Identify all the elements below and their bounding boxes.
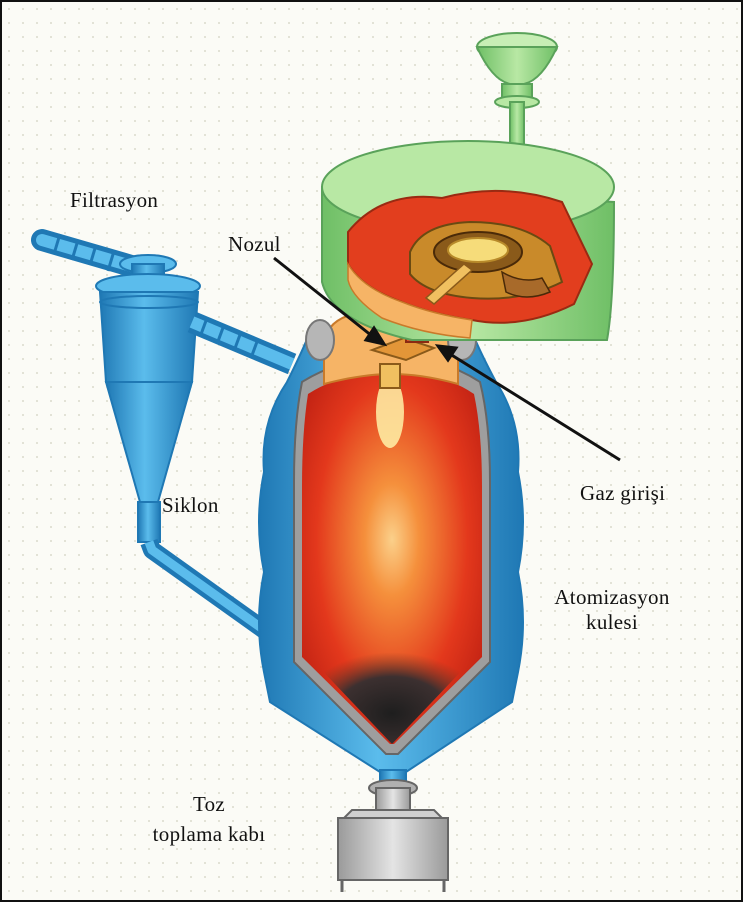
- label-toz-toplama-kabi: Toz toplama kabı: [134, 789, 284, 849]
- label-atomizasyon-line2: kulesi: [530, 610, 694, 635]
- label-toz-line2: toplama kabı: [134, 819, 284, 849]
- label-toz-line1: Toz: [134, 789, 284, 819]
- label-atomizasyon-kulesi: Atomizasyon kulesi: [530, 585, 694, 635]
- label-siklon: Siklon: [162, 493, 219, 518]
- label-filtrasyon: Filtrasyon: [70, 188, 158, 213]
- induction-furnace: [322, 33, 614, 340]
- atomization-tower: [259, 332, 523, 772]
- label-nozul: Nozul: [228, 232, 281, 257]
- label-gaz-girisi: Gaz girişi: [580, 481, 665, 506]
- label-atomizasyon-line1: Atomizasyon: [530, 585, 694, 610]
- return-pipe: [149, 542, 267, 632]
- powder-collector: [338, 770, 448, 892]
- cyclone-outlet-pipe: [192, 318, 292, 364]
